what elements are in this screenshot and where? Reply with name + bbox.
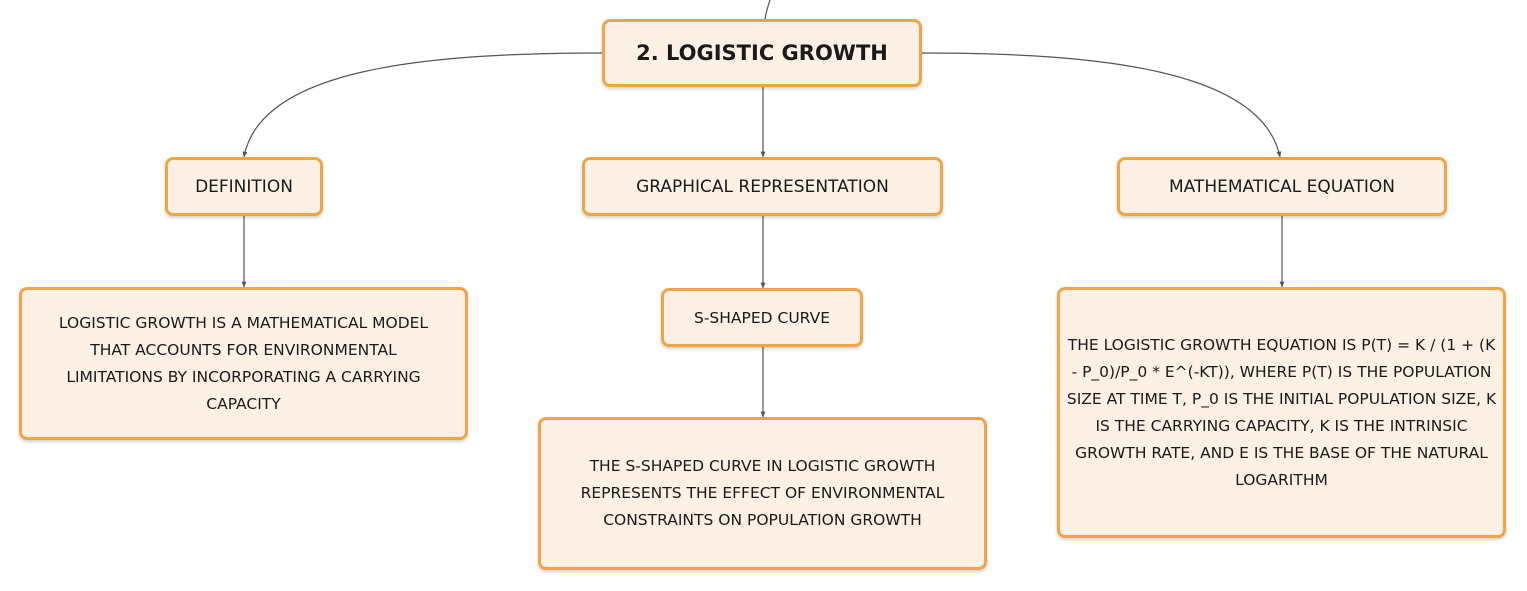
connector-root-definition [242, 52, 603, 158]
s-shaped-curve-text: THE S-SHAPED CURVE IN LOGISTIC GROWTH RE… [580, 457, 945, 529]
definition-text: LOGISTIC GROWTH IS A MATHEMATICAL MODEL … [58, 313, 429, 413]
s-shaped-curve-node-label: S-SHAPED CURVE [693, 308, 831, 327]
s-shaped-curve-node[interactable]: S-SHAPED CURVE [661, 288, 863, 347]
definition-text-node[interactable]: LOGISTIC GROWTH IS A MATHEMATICAL MODEL … [19, 287, 468, 440]
s-shaped-curve-text-node[interactable]: THE S-SHAPED CURVE IN LOGISTIC GROWTH RE… [538, 417, 987, 570]
mathematical-equation-node[interactable]: MATHEMATICAL EQUATION [1117, 157, 1447, 216]
graphical-representation-node-label: GRAPHICAL REPRESENTATION [636, 176, 889, 197]
root-node[interactable]: 2. LOGISTIC GROWTH [602, 19, 922, 87]
mathematical-equation-node-label: MATHEMATICAL EQUATION [1168, 176, 1395, 197]
definition-node-label: DEFINITION [195, 176, 293, 197]
root-node-label: 2. LOGISTIC GROWTH [636, 41, 888, 65]
equation-text: THE LOGISTIC GROWTH EQUATION IS P(T) = K… [1066, 335, 1497, 489]
graphical-representation-node[interactable]: GRAPHICAL REPRESENTATION [582, 157, 943, 216]
definition-node[interactable]: DEFINITION [165, 157, 323, 216]
connector-incoming [764, 0, 771, 20]
connector-root-equation [921, 52, 1282, 158]
equation-text-node[interactable]: THE LOGISTIC GROWTH EQUATION IS P(T) = K… [1057, 287, 1506, 538]
